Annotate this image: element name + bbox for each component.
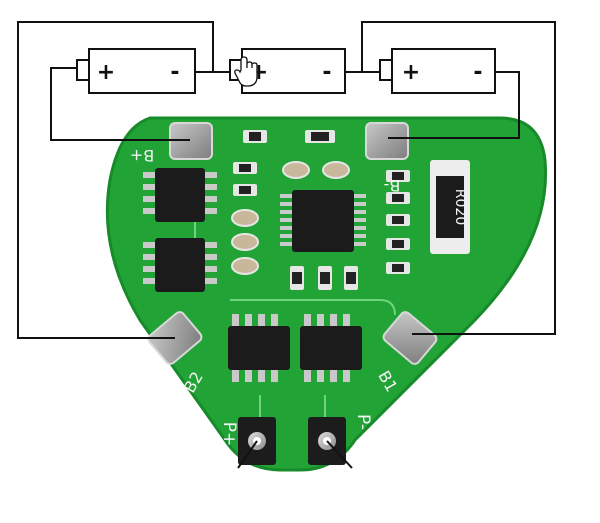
battery-right-plus: +: [402, 60, 420, 85]
shunt-resistor: R020: [430, 160, 470, 254]
label-b-plus: B+: [130, 146, 154, 165]
battery-middle-minus: -: [322, 60, 331, 85]
battery-right-minus: -: [473, 60, 482, 85]
battery-left-minus: -: [170, 60, 179, 85]
smd-components: [231, 130, 410, 290]
label-p-plus: P+: [219, 422, 239, 447]
pad-b-minus: [365, 122, 409, 160]
mosfet-ic-bottom-center-left: [228, 314, 290, 382]
pad-b1: [382, 311, 438, 365]
mosfet-ic-bottom-left: [143, 238, 217, 292]
protection-controller-ic: [280, 190, 366, 252]
mosfet-ic-top-left: [143, 168, 217, 222]
hand-cursor-icon: [234, 56, 258, 87]
battery-right: + -: [379, 48, 496, 94]
resistor-label: R020: [452, 189, 468, 225]
label-p-minus: P-: [353, 414, 373, 430]
wiring: [17, 21, 556, 469]
battery-middle: + -: [229, 48, 346, 94]
mosfet-ic-bottom-center-right: [300, 314, 362, 382]
battery-left-plus: +: [97, 60, 115, 85]
label-b-minus: B-: [384, 176, 401, 195]
battery-left: + -: [76, 48, 196, 94]
